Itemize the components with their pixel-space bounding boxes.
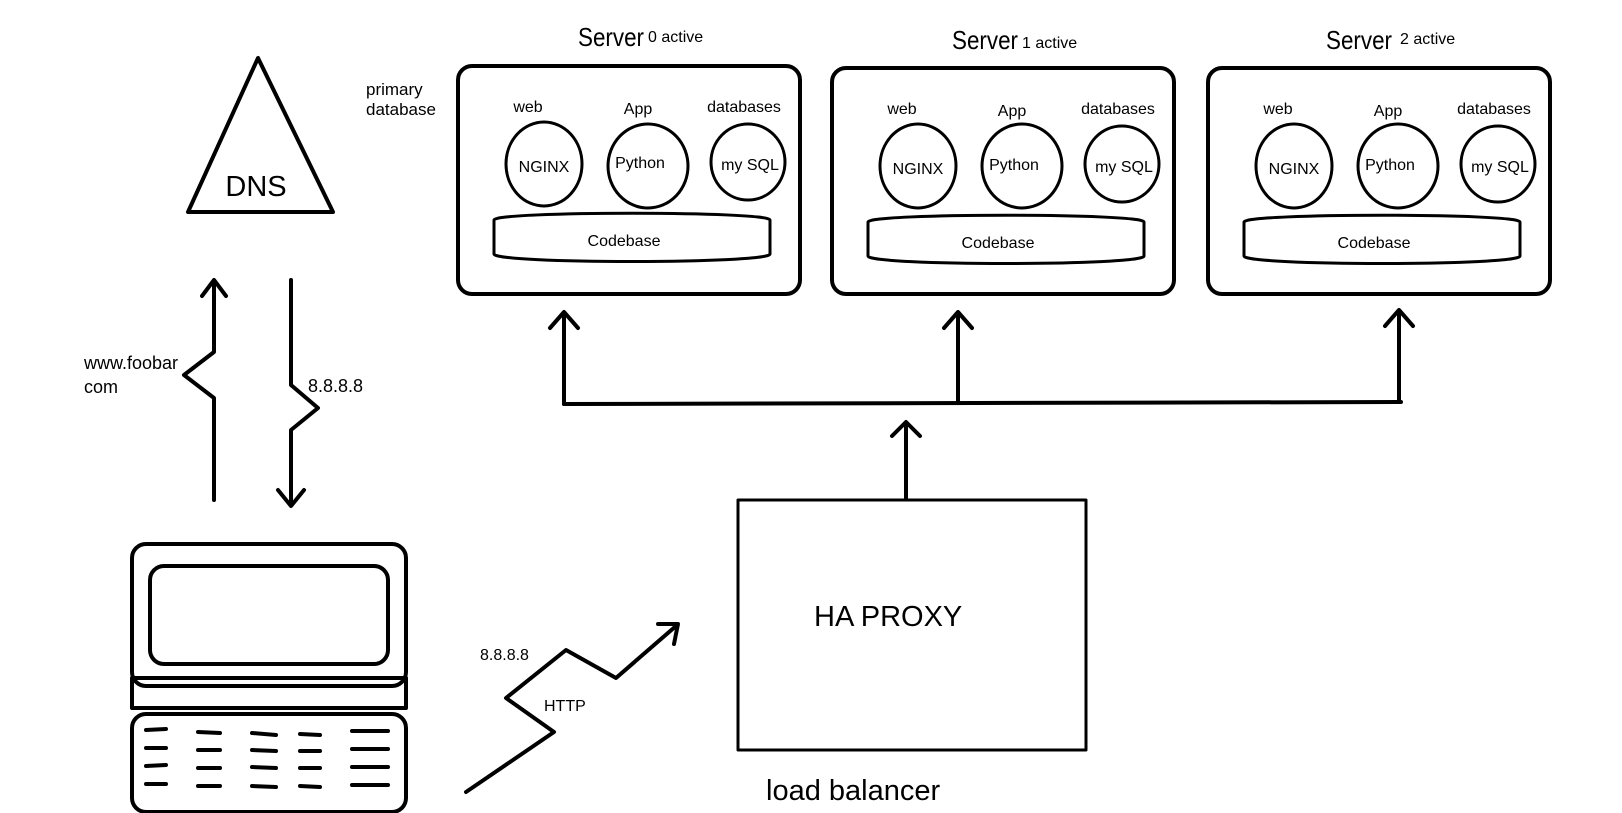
app-label: App (624, 101, 653, 118)
client-computer (130, 542, 408, 813)
ha-proxy-box (736, 498, 1088, 752)
server-2: Server 2 active web App databases NGINX … (1206, 25, 1552, 296)
resolved-ip-label: 8.8.8.8 (308, 376, 363, 396)
dns-node: DNS (186, 56, 335, 214)
databases-label: databases (1457, 101, 1531, 118)
python-label: Python (1365, 157, 1415, 174)
codebase-label: Codebase (1338, 235, 1411, 252)
web-label: web (886, 101, 916, 118)
ha-proxy-label: HA PROXY (814, 601, 962, 633)
server-status: 0 active (648, 29, 703, 46)
mysql-circle (1459, 124, 1537, 204)
mysql-label: my SQL (1095, 159, 1153, 176)
keyboard-keys (144, 727, 390, 789)
codebase-cylinder (1242, 213, 1522, 265)
databases-label: databases (707, 99, 781, 116)
mysql-circle (1083, 124, 1161, 204)
monitor-screen (148, 564, 390, 666)
python-label: Python (615, 155, 665, 172)
codebase-cylinder (492, 211, 772, 263)
dns-request-arrow (182, 278, 228, 502)
server-1: Server 1 active web App databases NGINX … (830, 25, 1176, 296)
monitor-frame (130, 542, 408, 688)
codebase-label: Codebase (962, 235, 1035, 252)
dns-label: DNS (225, 171, 286, 203)
python-circle (980, 122, 1064, 210)
server-status: 1 active (1022, 35, 1077, 52)
app-label: App (1374, 103, 1403, 120)
dns-triangle (186, 56, 335, 214)
computer-base (130, 676, 408, 710)
mysql-label: my SQL (1471, 159, 1529, 176)
server-box (1206, 66, 1552, 296)
nginx-label: NGINX (519, 159, 570, 176)
mysql-circle (709, 122, 787, 202)
server-status: 2 active (1400, 31, 1455, 48)
lb-to-bus-arrow (890, 420, 922, 500)
primary-db-line1: primary (366, 80, 423, 99)
client-ip-label: 8.8.8.8 (480, 647, 529, 664)
load-balancer: HA PROXY load balancer (736, 498, 1088, 807)
keyboard (130, 712, 408, 813)
app-label: App (998, 103, 1027, 120)
codebase-cylinder (866, 213, 1146, 265)
http-arrow (464, 622, 680, 794)
web-label: web (512, 99, 542, 116)
databases-label: databases (1081, 101, 1155, 118)
nginx-circle (504, 120, 584, 208)
nginx-circle (1254, 122, 1334, 210)
primary-db-line2: database (366, 100, 436, 119)
load-balancer-caption: load balancer (766, 775, 940, 807)
nginx-label: NGINX (1269, 161, 1320, 178)
domain-label-line1: www.foobar (83, 353, 178, 373)
python-circle (606, 122, 690, 210)
nginx-circle (878, 122, 958, 210)
python-circle (1356, 122, 1440, 210)
server-box (456, 64, 802, 296)
server-title: Server (1326, 25, 1392, 55)
server-0: Server 0 active web App databases NGINX … (456, 22, 802, 296)
server-box (830, 66, 1176, 296)
nginx-label: NGINX (893, 161, 944, 178)
server-title: Server (952, 25, 1018, 55)
domain-label-line2: com (84, 377, 118, 397)
dns-response-arrow (276, 278, 320, 508)
server-title: Server (578, 22, 644, 52)
python-label: Python (989, 157, 1039, 174)
web-label: web (1262, 101, 1292, 118)
http-label: HTTP (544, 698, 586, 715)
codebase-label: Codebase (588, 233, 661, 250)
mysql-label: my SQL (721, 157, 779, 174)
distribution-bus (548, 308, 1415, 406)
